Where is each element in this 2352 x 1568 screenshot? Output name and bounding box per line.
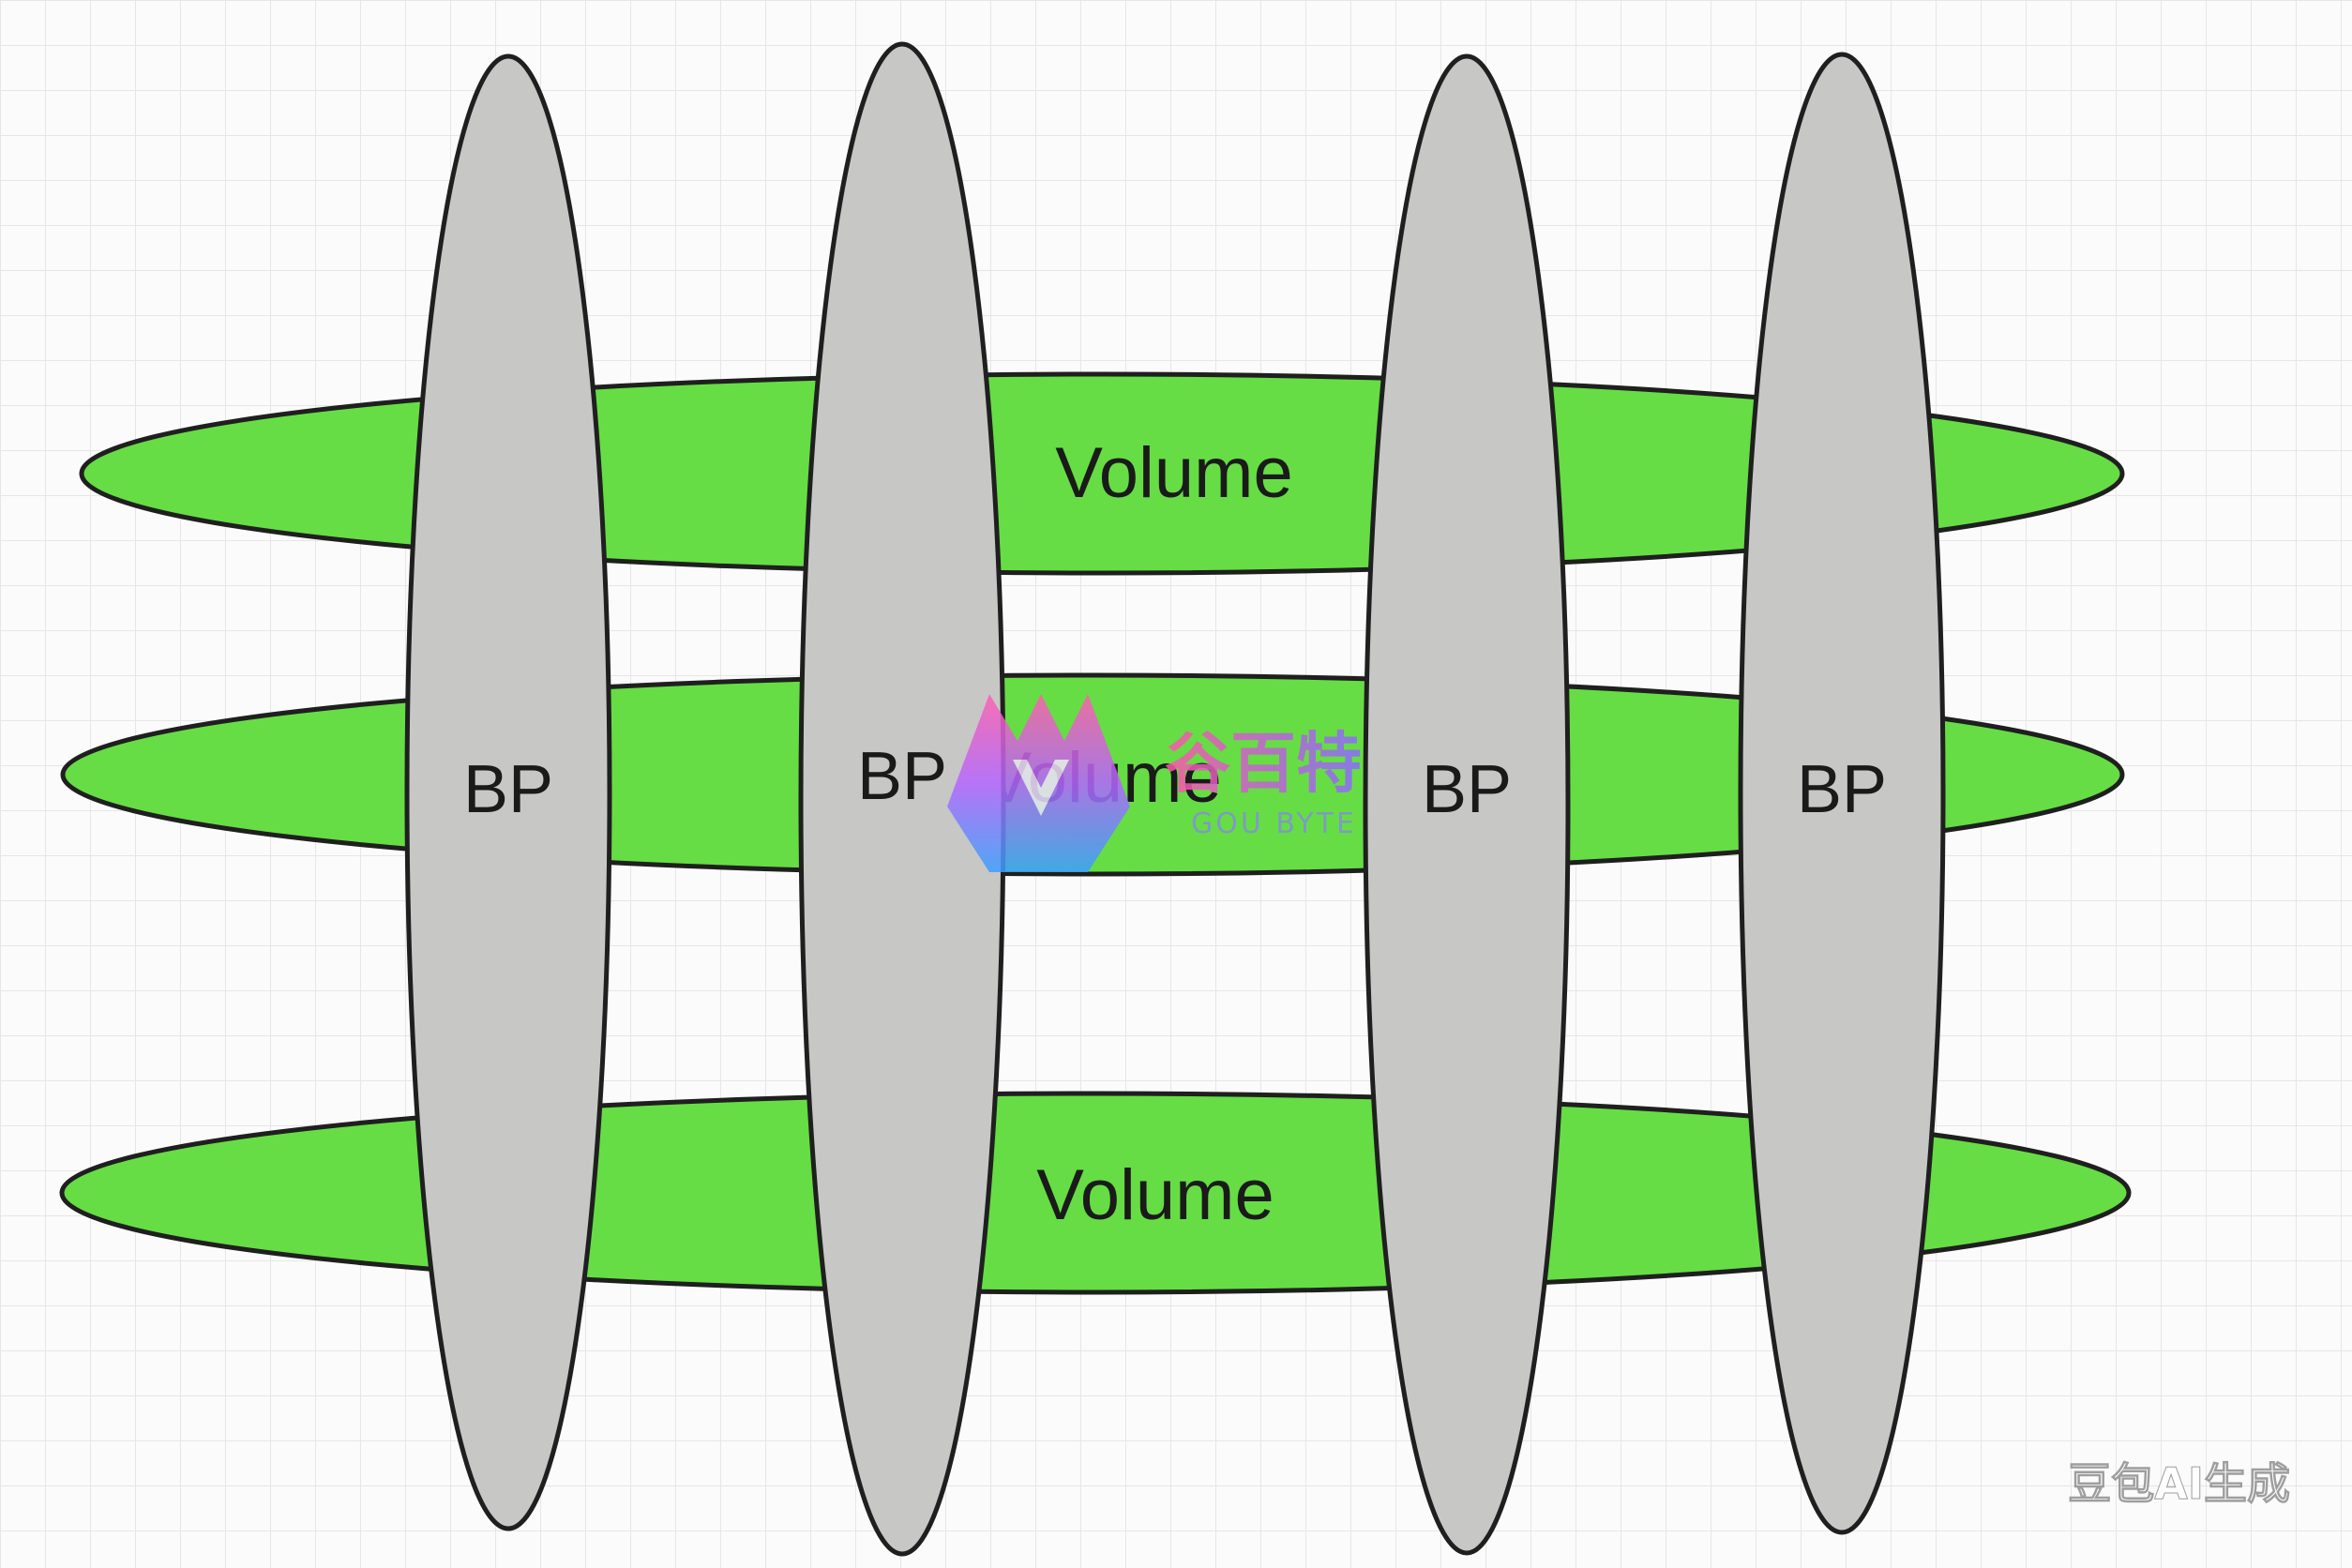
watermark-text-cn: 谷百特 — [1165, 725, 1362, 802]
bp-ellipse — [1363, 53, 1571, 1556]
watermark-text-en: GOU BYTE — [1191, 807, 1357, 840]
bp-label-3: BP — [1422, 752, 1512, 827]
watermark-v-notch — [1013, 760, 1069, 816]
bp-column-1: BP — [404, 53, 612, 1531]
bp-ellipse — [1738, 52, 1946, 1535]
bp-label-4: BP — [1797, 752, 1887, 827]
bp-label-1: BP — [463, 752, 553, 827]
bp-ellipse — [404, 53, 612, 1531]
bp-column-4: BP — [1738, 52, 1946, 1535]
volume-label-3: Volume — [1036, 1155, 1274, 1235]
corner-watermark: 豆包AI生成 — [2068, 1458, 2290, 1509]
watermark-logo: 谷百特 GOU BYTE — [947, 694, 1362, 872]
bp-label-2: BP — [857, 739, 947, 814]
volume-label-1: Volume — [1055, 433, 1293, 513]
bp-column-3: BP — [1363, 53, 1571, 1556]
